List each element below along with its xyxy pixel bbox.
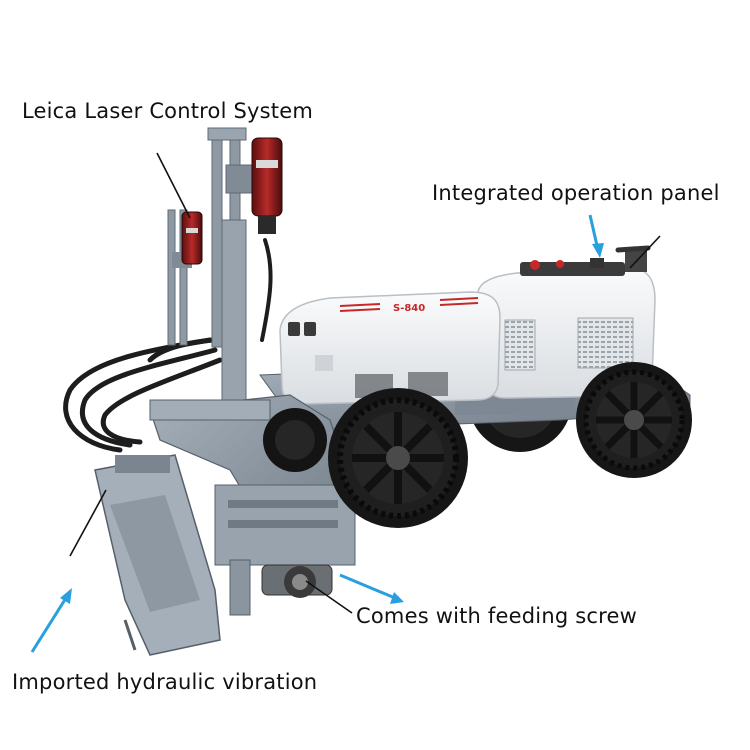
label-feeding-screw: Comes with feeding screw (356, 604, 637, 628)
operation-panel (520, 245, 651, 276)
blue-arrows (30, 214, 604, 653)
feeding-screw (261, 564, 333, 598)
laser-receiver-front (181, 211, 203, 265)
model-plate-text: S-840 (393, 303, 425, 314)
laser-receiver-rear (251, 137, 283, 234)
arrow-hydraulic-vibration-icon (30, 588, 72, 653)
arrow-operation-panel-icon (588, 214, 604, 258)
rear-wheel-near (576, 362, 692, 478)
front-wheel-near (328, 388, 468, 528)
label-integrated-operation-panel: Integrated operation panel (432, 181, 720, 205)
machine-body: S-840 (279, 267, 656, 405)
label-hydraulic-vibration: Imported hydraulic vibration (12, 670, 318, 694)
label-laser-control-system: Leica Laser Control System (22, 99, 314, 123)
screed-plate (94, 454, 221, 656)
arrow-feeding-screw-icon (339, 573, 404, 604)
front-wheel-far (263, 408, 327, 472)
model-plate: S-840 (339, 297, 479, 314)
annotation-leader-lines (69, 152, 661, 614)
laser-mast-rear (207, 127, 257, 421)
